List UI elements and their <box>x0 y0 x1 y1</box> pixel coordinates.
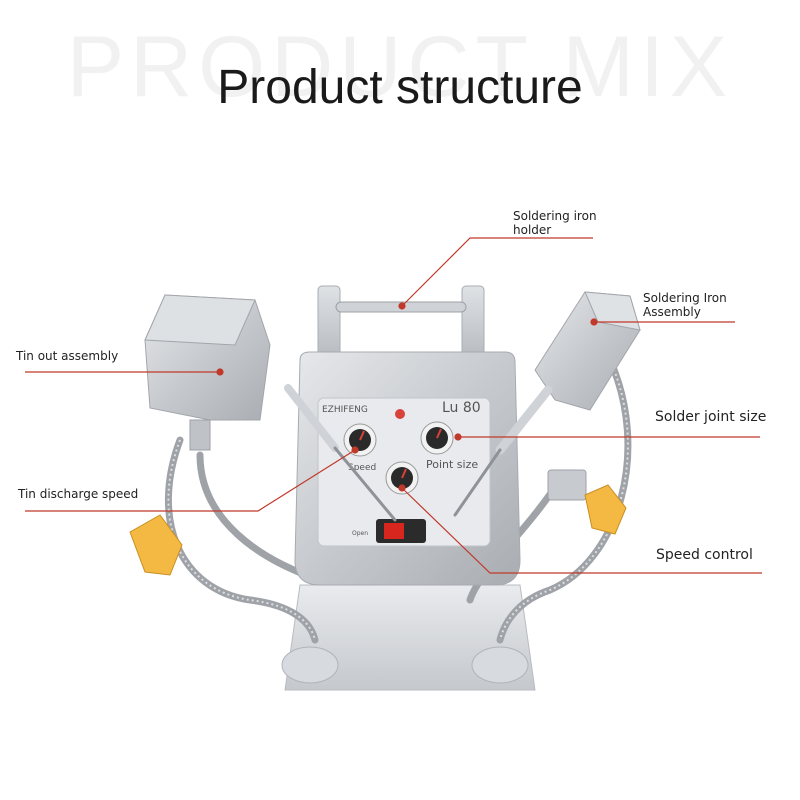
callout-dot-speed-control <box>398 484 406 492</box>
label-tin-out-assembly: Tin out assembly <box>16 349 119 363</box>
callout-line-speed-control <box>401 487 762 574</box>
callout-line-discharge-speed <box>25 449 356 512</box>
main-body: EZHIFENG Lu 80 Speed Point size Open <box>294 351 521 586</box>
power-indicator-light <box>395 409 405 419</box>
brand-logo-text: EZHIFENG <box>322 405 368 415</box>
callout-dot-iron-assembly <box>590 318 598 326</box>
page-title: Product structure <box>217 61 583 114</box>
callout-line-iron-holder <box>401 237 593 307</box>
label-soldering-iron-assembly: Soldering Iron Assembly <box>643 291 727 319</box>
background-watermark-word: PRODUCT MIX <box>66 19 734 115</box>
soldering-iron-holder <box>317 285 485 367</box>
left-iron-pen <box>284 384 397 522</box>
tin-out-assembly-head <box>144 294 271 451</box>
callout-dot-iron-holder <box>398 302 406 310</box>
label-solder-joint-size: Solder joint size <box>655 409 767 425</box>
right-iron-pen <box>453 385 553 517</box>
switch-label: Open <box>352 530 368 537</box>
model-name-text: Lu 80 <box>442 400 481 416</box>
callout-dot-discharge-speed <box>351 446 359 454</box>
callout-dot-joint-size <box>454 433 462 441</box>
label-speed-control: Speed control <box>656 547 753 563</box>
right-clamp-knob[interactable] <box>584 484 627 535</box>
callout-lines <box>25 237 762 574</box>
callout-dot-tin-out <box>216 368 224 376</box>
speed-knob-label: Speed <box>348 463 376 473</box>
base-plate <box>281 584 536 691</box>
gooseneck-highlights <box>167 359 629 641</box>
label-tin-discharge-speed: Tin discharge speed <box>18 487 139 501</box>
point-size-knob-label: Point size <box>426 458 478 471</box>
power-switch[interactable] <box>376 519 426 543</box>
speed-knob[interactable] <box>343 423 377 457</box>
label-soldering-iron-holder: Soldering iron holder <box>513 209 597 237</box>
left-clamp-knob[interactable] <box>129 514 183 576</box>
point-size-knob[interactable] <box>420 421 454 455</box>
trigger-knob[interactable] <box>385 461 419 495</box>
